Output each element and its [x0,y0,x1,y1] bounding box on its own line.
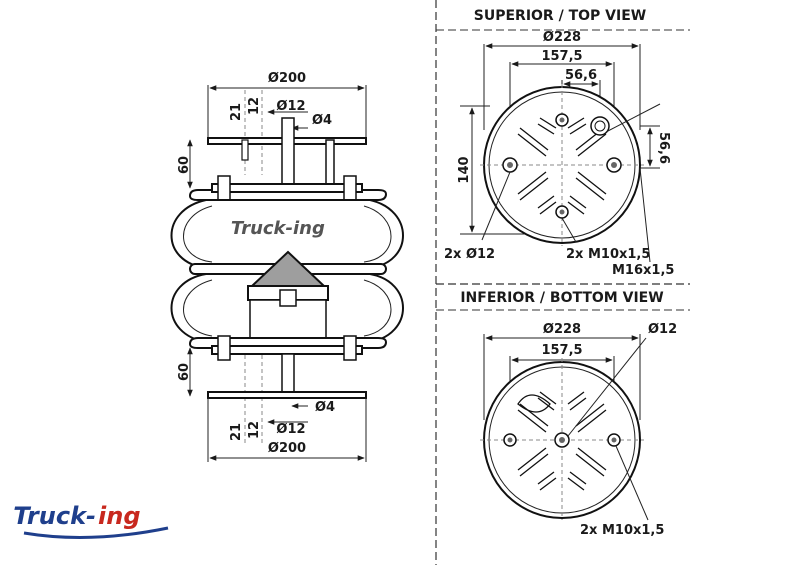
bottom-air-label: Ø4 [315,400,335,415]
bottom-threads-label: 2x M10x1,5 [580,523,664,538]
bottom-hole-label: Ø12 [648,322,677,337]
bottom-diameter-228: Ø228 [543,322,581,337]
bottom-view-heading: INFERIOR / BOTTOM VIEW [460,290,663,306]
top-holes-label: 2x Ø12 [444,247,495,262]
bottom-plate [207,391,367,399]
bottom-stud [281,353,295,395]
bottom-bolt-label: Ø12 [276,422,305,437]
side-logo-accent: ing [293,218,325,239]
top-height-b-label: 12 [247,97,262,115]
top-view-heading: SUPERIOR / TOP VIEW [474,8,646,24]
top-main-thread-label: M16x1,5 [612,263,674,278]
top-plate-height-label: 60 [177,156,192,174]
bottom-bead-plate [211,345,363,355]
side-logo-main: Truck- [231,218,293,239]
top-diameter-228: Ø228 [543,30,581,45]
brand-swoosh [23,526,169,539]
bottom-view: INFERIOR / BOTTOM VIEW Ø228 Ø12 157,5 [460,290,677,538]
bottom-bolt-circle: 157,5 [541,343,582,358]
top-bolt-label: Ø12 [276,99,305,114]
side-view: Ø200 21 12 Ø12 Ø4 60 [170,71,404,462]
top-view: SUPERIOR / TOP VIEW Ø228 157,5 56,6 56,6… [444,8,674,278]
top-stud [281,117,295,194]
bottom-height-b-label: 12 [247,421,262,439]
top-offset-y: 56,6 [656,132,671,164]
brand-logo: Truck- ing [13,502,169,539]
top-height-a-label: 21 [229,103,244,121]
brand-logo-accent: ing [98,502,141,530]
bottom-height-a-label: 21 [229,423,244,441]
top-side-bolt [325,139,335,187]
top-bolt-circle: 157,5 [541,49,582,64]
bottom-plate-height-label: 60 [177,363,192,381]
bottom-diameter-label: Ø200 [268,441,306,456]
top-offset-x: 56,6 [565,68,597,83]
top-diameter-label: Ø200 [268,71,306,86]
top-air-label: Ø4 [312,113,332,128]
top-height-140: 140 [457,156,472,183]
top-bead-plate [211,183,363,193]
top-threads-label: 2x M10x1,5 [566,247,650,262]
brand-logo-main: Truck- [13,502,96,530]
